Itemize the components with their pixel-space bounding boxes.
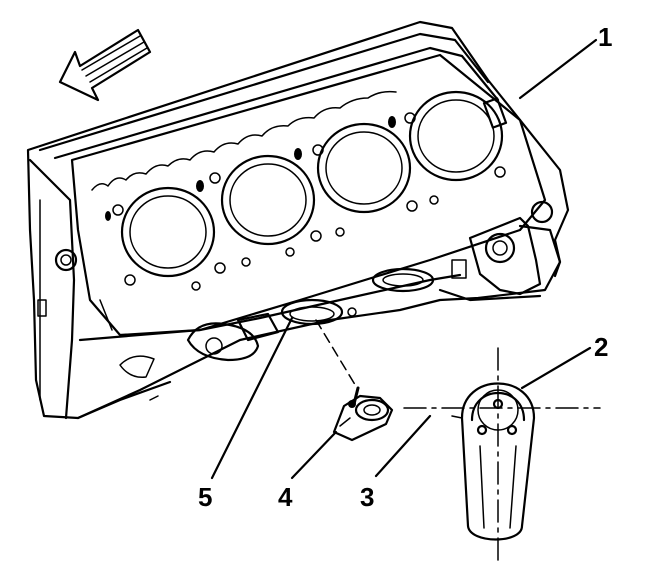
callout-4: 4 — [278, 482, 293, 512]
sensor-bore — [280, 298, 344, 326]
cylinder-bore-1 — [120, 186, 216, 278]
engine-block — [26, 20, 570, 420]
front-direction-arrow — [58, 28, 152, 102]
callout-3: 3 — [360, 482, 374, 512]
cylinder-bore-2 — [220, 154, 316, 246]
callout-2: 2 — [594, 332, 608, 362]
cylinder-bore-4 — [408, 90, 504, 182]
install-axis-line — [315, 319, 358, 389]
sensor-detail-view — [451, 382, 536, 541]
knock-sensor — [332, 386, 394, 442]
cylinder-bore-3 — [316, 122, 412, 214]
callout-1: 1 — [598, 22, 612, 52]
callout-5: 5 — [198, 482, 212, 512]
leader-lines — [210, 38, 598, 480]
